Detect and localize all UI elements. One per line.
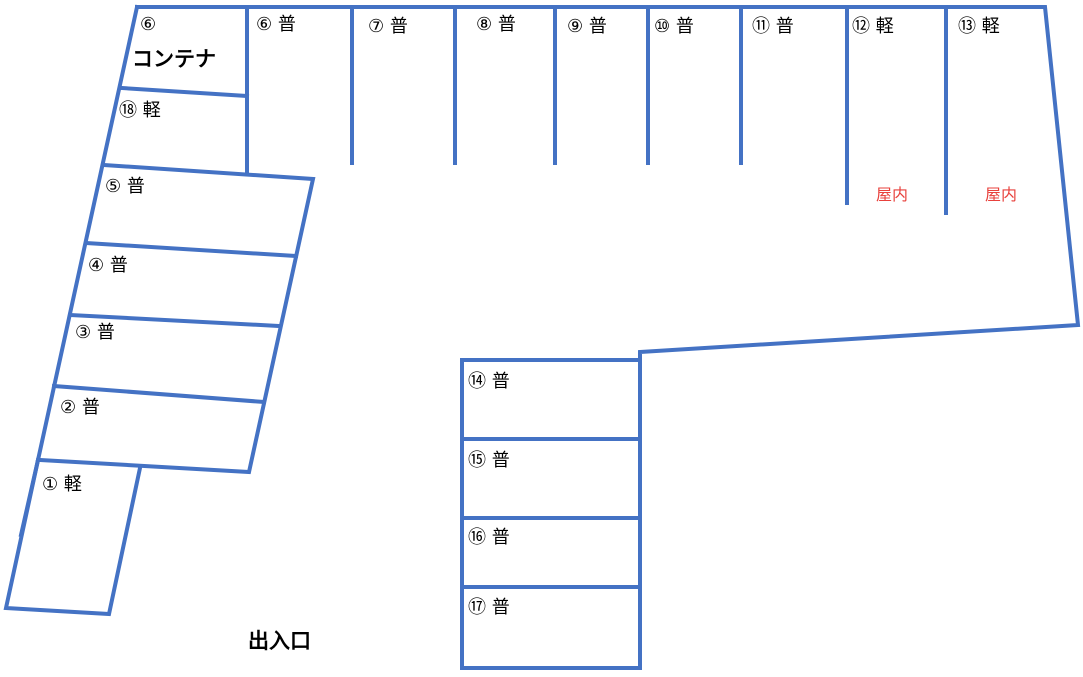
spot-4-label: ④ 普	[88, 255, 128, 276]
spot-7-label: ⑦ 普	[368, 16, 408, 37]
spot-3-label: ③ 普	[75, 322, 115, 343]
spot-6-container-label: ⑥	[140, 14, 156, 35]
spot-8-label: ⑧ 普	[476, 14, 516, 35]
divider-3-2	[51, 383, 267, 405]
spot-1-label: ① 軽	[42, 474, 82, 495]
spot-18-label: ⑱ 軽	[119, 100, 161, 121]
divider-4-3	[67, 312, 282, 329]
indoor-12-label: 屋内	[876, 185, 908, 204]
spot-6-label: ⑥ 普	[256, 14, 296, 35]
spot-16-label: ⑯ 普	[468, 527, 510, 548]
entrance-label: 出入口	[248, 629, 311, 653]
spot-17-label: ⑰ 普	[468, 597, 510, 618]
spot-11-label: ⑪ 普	[752, 16, 794, 37]
indoor-13-label: 屋内	[985, 185, 1017, 204]
spot-13-label: ⑬ 軽	[958, 16, 1000, 37]
spot-14-label: ⑭ 普	[468, 371, 510, 392]
container-label: コンテナ	[132, 47, 216, 71]
divider-5-4	[83, 240, 299, 259]
spot-12-label: ⑫ 軽	[852, 16, 894, 37]
spot-5-box	[37, 162, 316, 475]
spot-10-label: ⑩ 普	[654, 16, 694, 37]
spot-9-label: ⑨ 普	[567, 16, 607, 37]
spot-1-box	[3, 457, 143, 617]
container-bottom	[119, 85, 250, 99]
outer-boundary-top-right	[135, 5, 1081, 670]
spot-2-label: ② 普	[60, 397, 100, 418]
spot-15-label: ⑮ 普	[468, 450, 510, 471]
spot-5-label: ⑤ 普	[105, 176, 145, 197]
